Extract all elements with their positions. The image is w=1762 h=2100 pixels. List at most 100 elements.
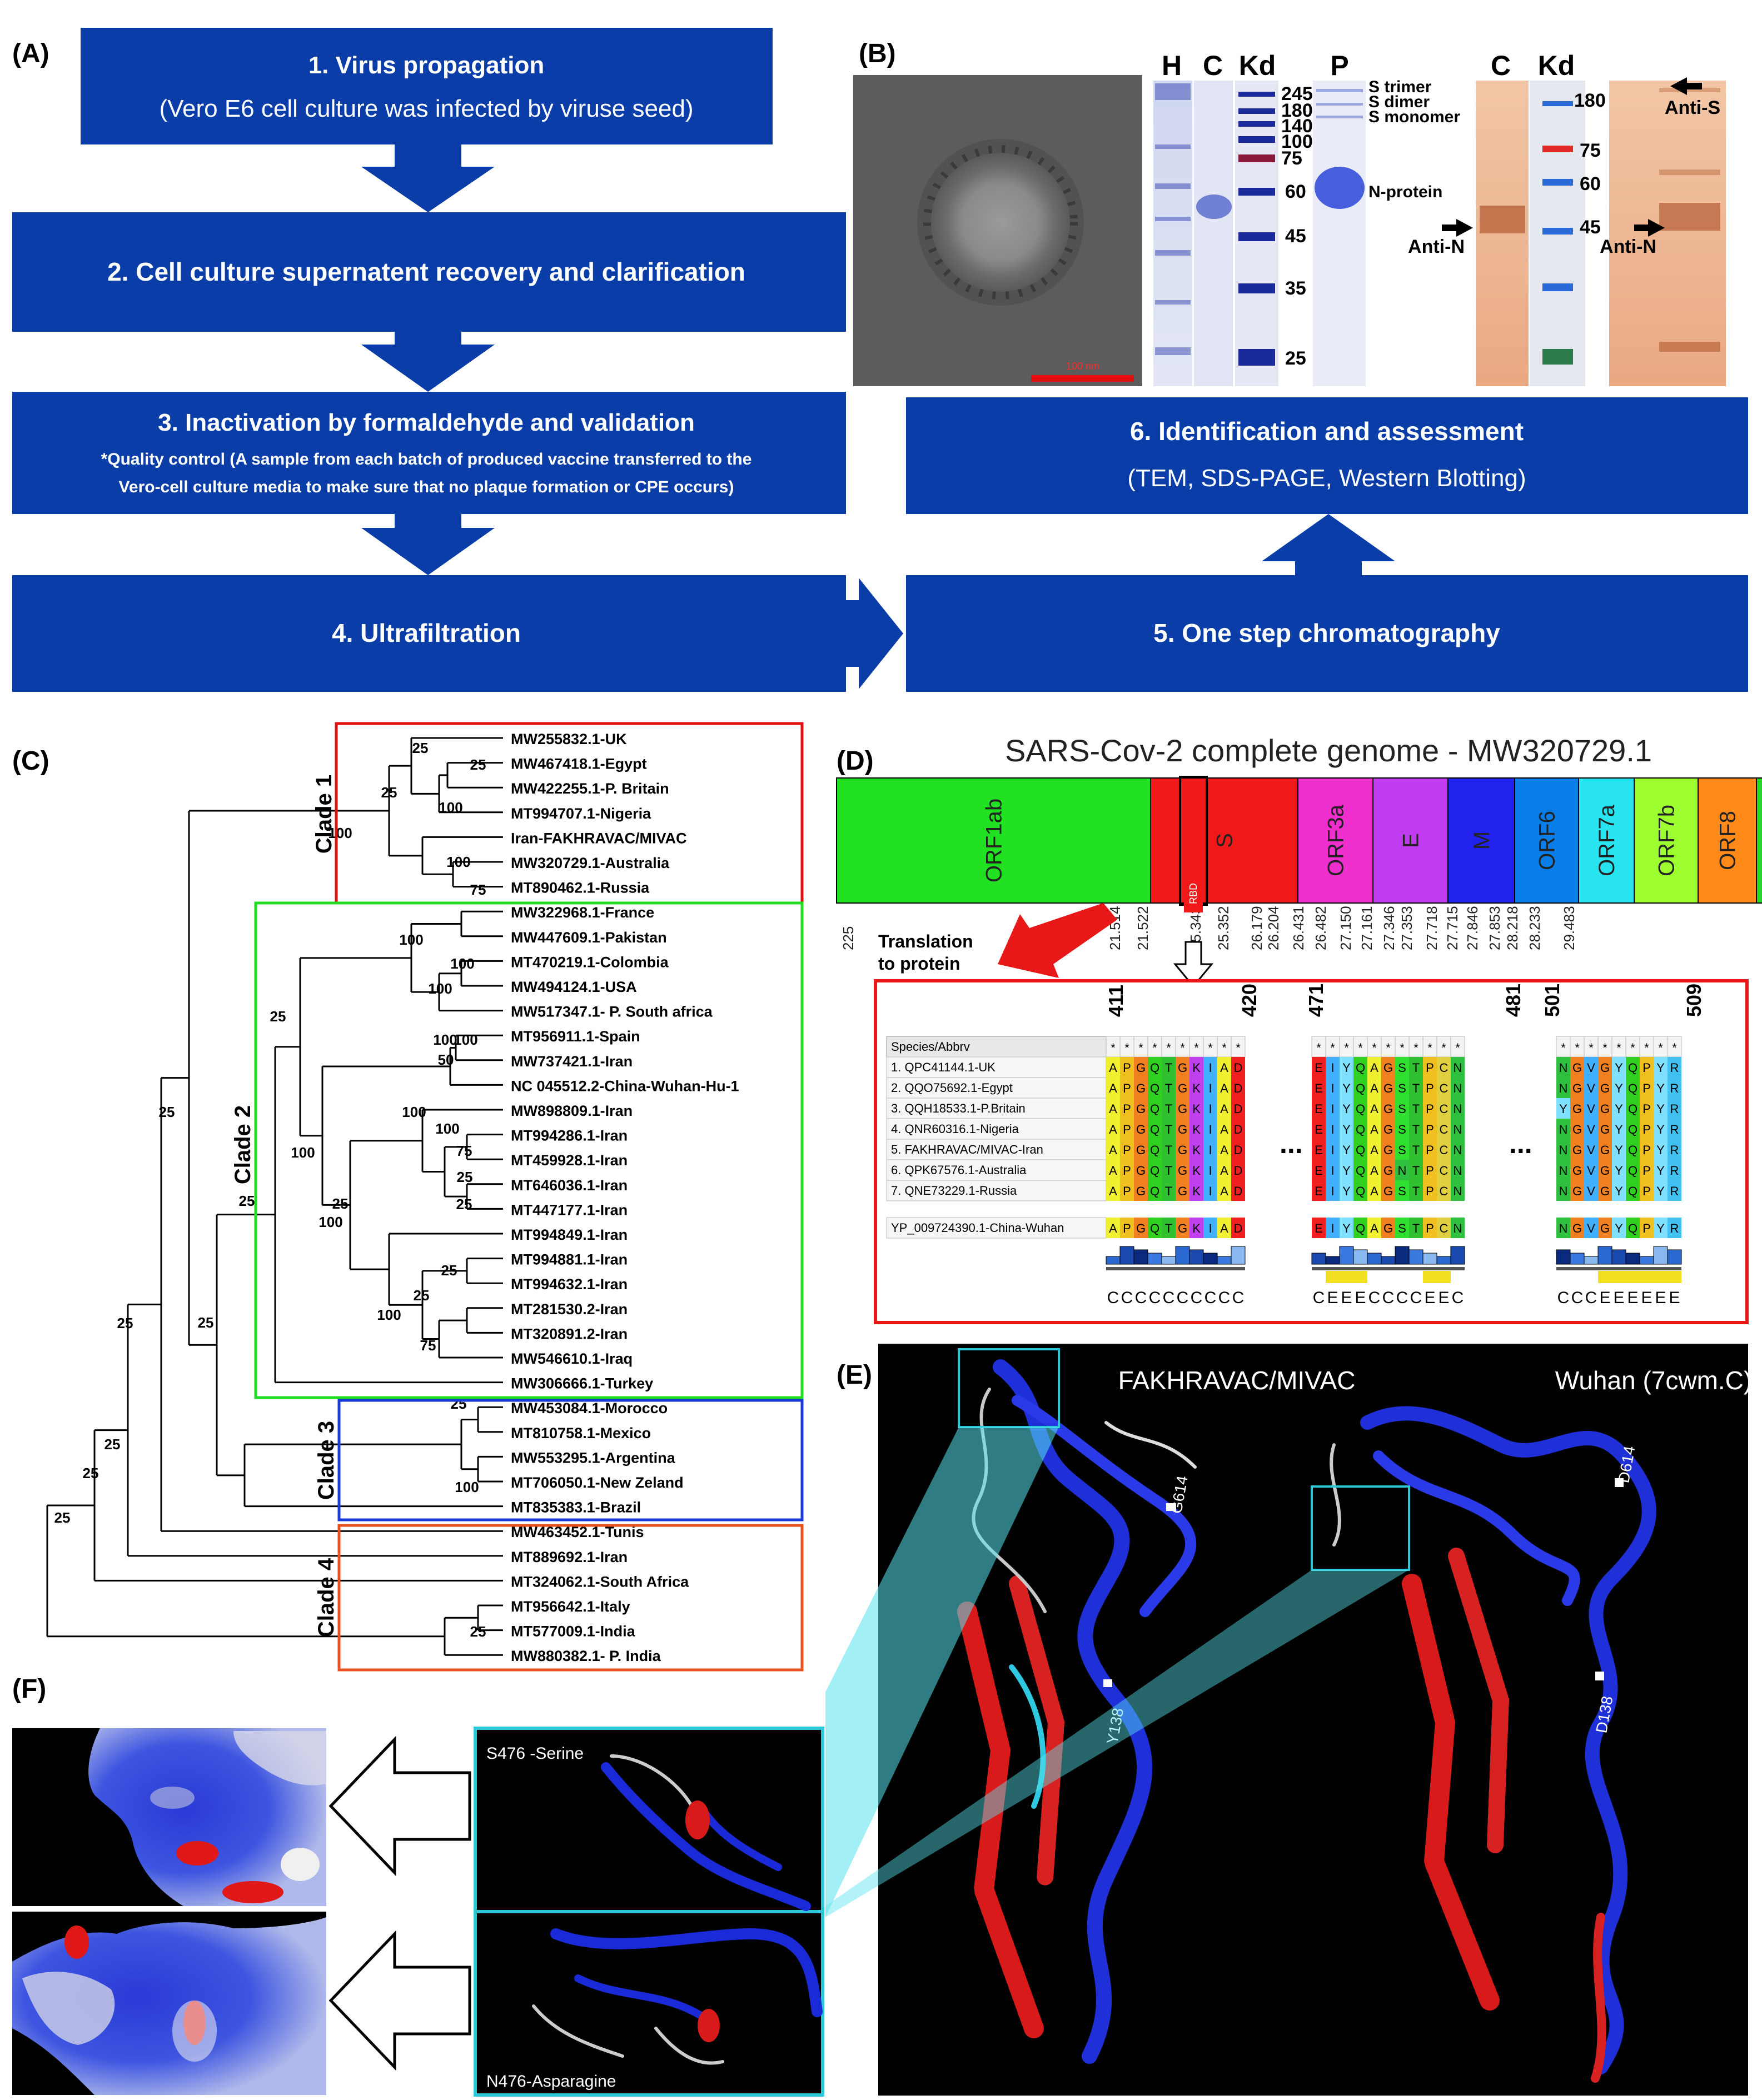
ss-letter: C [1218,1289,1231,1307]
tree-leaf-20: MT994849.1-Iran [511,1226,628,1243]
conserved-star: * [1152,1041,1157,1055]
bootstrap-11: 100 [433,1031,457,1048]
residue: I [1208,1081,1212,1095]
step6-subtitle: (TEM, SDS-PAGE, Western Blotting) [1127,465,1526,492]
gene-label-6: ORF7a [1595,804,1619,876]
residue: Q [1356,1164,1365,1178]
residue: E [1315,1143,1323,1157]
structure-left-title: FAKHRAVAC/MIVAC [1118,1366,1356,1395]
residue: G [1383,1164,1393,1178]
residue: G [1572,1164,1582,1178]
bootstrap-22: 25 [441,1262,457,1279]
gene-orf7a [1578,777,1635,904]
alignment-number-0: 411 [1104,985,1127,1017]
residue: K [1192,1102,1201,1116]
step1-subtitle: (Vero E6 cell culture was infected by vi… [159,95,693,122]
tree-leaf-3: MT994707.1-Nigeria [511,805,651,822]
tree-leaf-23: MT281530.2-Iran [511,1301,628,1318]
bootstrap-9: 100 [450,955,474,972]
residue: Q [1628,1123,1637,1136]
residue: E [1315,1102,1323,1116]
tree-leaf-5: MW320729.1-Australia [511,855,670,871]
genome-pos-16: 27.853 [1486,906,1503,950]
ref-residue: P [1642,1221,1651,1235]
conserved-star: * [1138,1041,1143,1055]
residue: T [1165,1184,1172,1198]
label-serine: S476 -Serine [486,1744,584,1763]
residue: Q [1356,1143,1365,1157]
ss-letter: C [1149,1289,1161,1307]
residue: G [1178,1164,1187,1178]
residue: I [1208,1123,1212,1136]
residue: D [1234,1143,1243,1157]
label-anti-s: Anti-S [1665,97,1720,118]
genome-pos-11: 27.346 [1381,906,1397,950]
residue: G [1136,1164,1146,1178]
tree-leaf-2: MW422255.1-P. Britain [511,780,669,797]
bootstrap-3: 100 [328,825,352,841]
residue: P [1642,1061,1651,1075]
flow-step-2: 2. Cell culture supernatent recovery and… [12,212,846,332]
gene-label-4: M [1470,831,1494,850]
residue: G [1178,1184,1187,1198]
residue: G [1136,1081,1146,1095]
residue: V [1587,1081,1595,1095]
conserved-star: * [1561,1041,1566,1055]
ref-residue: D [1234,1221,1243,1235]
arrow-top [328,1735,471,1877]
conserved-star: * [1222,1041,1227,1055]
ref-residue: Y [1615,1221,1623,1235]
residue: Y [1342,1102,1351,1116]
panel-label-d: (D) [837,746,874,776]
residue: A [1370,1164,1378,1178]
sds-page-gel: H C Kd P 245 [1153,50,1460,386]
genome-pos-18: 28.233 [1526,906,1543,950]
ss-letter: E [1669,1289,1680,1307]
residue: D [1234,1184,1243,1198]
residue: P [1426,1061,1434,1075]
tree-leaf-16: MT994286.1-Iran [511,1128,628,1144]
residue: P [1123,1143,1131,1157]
flow-step-3: 3. Inactivation by formaldehyde and vali… [12,392,846,514]
conserved-star: * [1413,1041,1418,1055]
label-anti-n-right: Anti-N [1600,236,1656,257]
residue: A [1109,1123,1117,1136]
residue: P [1642,1081,1651,1095]
clade-4-box [337,1524,804,1672]
conserved-star: * [1236,1041,1241,1055]
residue: G [1136,1061,1146,1075]
residue: A [1220,1102,1228,1116]
zoom-cone-left [825,1427,1059,1917]
bootstrap-35: 25 [470,1623,486,1640]
genome-pos-12: 27.353 [1398,906,1415,950]
genome-title: SARS-Cov-2 complete genome - MW320729.1 [1005,733,1652,768]
residue: P [1642,1184,1651,1198]
alignment-header: Species/Abbrv [891,1040,970,1054]
ss-letter: C [1121,1289,1133,1307]
residue: N [1454,1081,1462,1095]
residue: Q [1628,1143,1637,1157]
western-blot: C Kd 180 75 60 45 Anti-N Anti-N Anti-S [1408,50,1726,386]
residue: N [1559,1081,1568,1095]
alignment-number-2: 471 [1305,984,1327,1017]
genome-pos-2: 21.522 [1134,906,1151,950]
bootstrap-23: 25 [414,1287,430,1304]
residue: D [1234,1102,1243,1116]
residue: A [1220,1184,1228,1198]
residue: E [1315,1081,1323,1095]
residue: P [1642,1123,1651,1136]
residue: P [1426,1081,1434,1095]
ss-letter: C [1191,1289,1203,1307]
conserved-star: * [1111,1041,1116,1055]
genome-pos-7: 26.431 [1290,906,1307,950]
gene-orf3a [1297,777,1373,904]
tree-leaf-17: MT459928.1-Iran [511,1152,628,1169]
residue: V [1587,1102,1595,1116]
residue: P [1426,1164,1434,1178]
bootstrap-18: 25 [456,1196,472,1213]
residue: Q [1150,1164,1159,1178]
residue: Q [1150,1081,1159,1095]
residue: P [1123,1102,1131,1116]
ss-letter: C [1396,1289,1408,1307]
residue: K [1192,1184,1201,1198]
